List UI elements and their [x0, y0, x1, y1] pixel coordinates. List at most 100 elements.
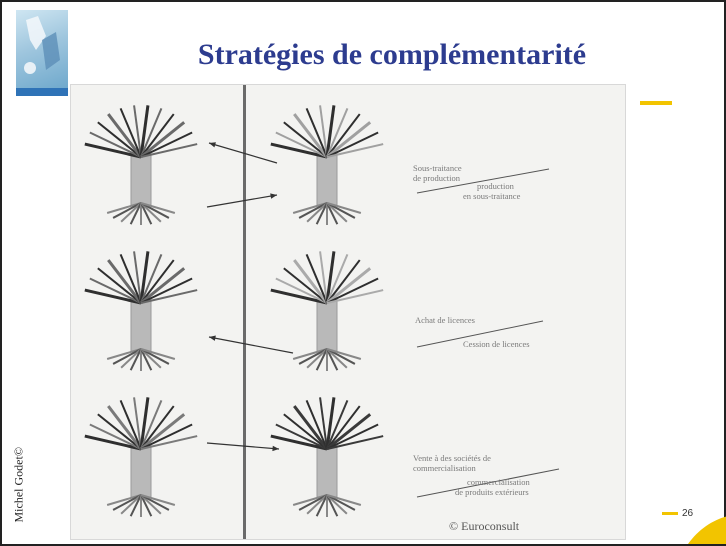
- tree-left-3-trunk: [130, 444, 152, 498]
- arrow-icon: [208, 142, 278, 164]
- tree-left-1-ray: [140, 121, 186, 159]
- label-row1-line1: Sous-traitance: [413, 163, 462, 173]
- tree-right-1-root: [326, 202, 348, 223]
- tree-right-3-root: [298, 494, 328, 511]
- tree-left-2-ray: [139, 251, 150, 304]
- tree-left-2-ray: [97, 267, 142, 304]
- tree-right-2-ray: [326, 267, 372, 305]
- arrow-icon-head: [270, 193, 277, 199]
- label-strike: [416, 468, 560, 498]
- arrow-icon: [208, 336, 294, 354]
- tree-right-2-ray: [283, 267, 328, 304]
- tree-right-2-root: [326, 348, 356, 365]
- tree-left-3-root: [112, 494, 142, 511]
- tree-left-2-ray: [140, 253, 163, 304]
- tree-left-2-ray: [107, 259, 143, 304]
- label-row2-line1: Achat de licences: [415, 315, 475, 325]
- tree-right-2-root: [315, 348, 328, 371]
- tree-left-1-ray: [139, 105, 150, 158]
- tree-right-2-ray: [270, 288, 328, 305]
- tree-left-2-ray: [140, 277, 193, 304]
- tree-right-2-ray: [293, 259, 329, 304]
- tree-right-2-ray: [275, 277, 328, 304]
- page-accent: [662, 512, 678, 515]
- label-row2-line2: Cession de licences: [463, 339, 530, 349]
- tree-diagram: [84, 105, 560, 517]
- logo-icon: [16, 10, 68, 90]
- arrow-icon: [206, 194, 278, 208]
- tree-right-1-ray: [326, 107, 349, 158]
- tree-left-2-root: [112, 348, 142, 365]
- tree-right-1-ray: [326, 121, 372, 159]
- tree-right-1-root: [326, 202, 339, 225]
- tree-left-3-ray: [140, 413, 186, 451]
- tree-right-1-ray: [326, 143, 384, 158]
- tree-right-1-ray: [319, 105, 328, 158]
- tree-right-2-ray: [305, 253, 328, 304]
- tree-right-1-ray: [283, 121, 328, 158]
- tree-left-3-ray: [97, 413, 142, 450]
- tree-left-2-root: [140, 348, 153, 371]
- tree-right-2-root: [326, 348, 362, 360]
- tree-right-2-trunk: [316, 298, 338, 352]
- tree-left-3-root: [140, 494, 153, 517]
- tree-right-3-ray: [293, 405, 329, 450]
- arrow-icon-head: [272, 445, 279, 452]
- tree-left-2-root: [140, 348, 170, 365]
- tree-right-1-root: [326, 202, 356, 219]
- tree-right-1-ray: [326, 113, 361, 158]
- label-row1-line2: de production: [413, 173, 460, 183]
- tree-right-3-root: [326, 494, 362, 506]
- tree-right-2-ray: [326, 277, 379, 304]
- tree-left-2-ray: [89, 277, 142, 304]
- tree-right-3-ray: [326, 435, 384, 450]
- tree-right-2-root: [326, 348, 339, 371]
- tree-right-2-root: [326, 348, 348, 369]
- tree-right-1-root: [306, 202, 328, 223]
- tree-left-1-ray: [89, 131, 142, 158]
- accent-line: [640, 101, 672, 105]
- tree-left-1-root: [120, 202, 142, 223]
- arrow-icon: [206, 442, 280, 450]
- tree-left-3-root: [106, 494, 142, 506]
- tree-right-2-ray: [326, 259, 361, 304]
- tree-right-3-ray: [326, 405, 361, 450]
- tree-left-2-ray: [140, 267, 186, 305]
- corner-swoosh: [688, 516, 726, 544]
- tree-left-3-ray: [107, 405, 143, 450]
- tree-right-1-ray: [305, 107, 328, 158]
- column-divider: [243, 85, 246, 539]
- label-row3-line3: commercialisation: [467, 477, 530, 487]
- tree-right-3-ray: [326, 423, 379, 450]
- logo-bar: [16, 88, 68, 96]
- tree-left-3-root: [140, 494, 176, 506]
- page-number: 26: [682, 508, 694, 519]
- tree-left-2-ray: [84, 288, 142, 305]
- tree-right-3-ray: [325, 397, 336, 450]
- tree-left-3-ray: [140, 435, 198, 450]
- tree-right-3-ray: [275, 423, 328, 450]
- tree-right-3-ray: [283, 413, 328, 450]
- tree-right-2-ray: [326, 289, 384, 304]
- tree-right-1-ray: [275, 131, 328, 158]
- tree-left-2-root: [106, 348, 142, 360]
- label-strike: [416, 320, 544, 348]
- label-row3-line4: de produits extérieurs: [455, 487, 529, 497]
- tree-right-3-root: [326, 494, 339, 517]
- tree-left-1-root: [112, 202, 142, 219]
- tree-right-1-root: [292, 202, 328, 214]
- tree-left-3-ray: [119, 399, 142, 450]
- tree-right-3-root: [326, 494, 356, 511]
- tree-left-3-root: [140, 494, 170, 511]
- tree-left-3-ray: [140, 405, 175, 450]
- tree-right-3-root: [292, 494, 328, 506]
- tree-left-1-ray: [140, 143, 198, 158]
- arrow-icon-head: [209, 335, 216, 341]
- tree-right-1-ray: [293, 113, 329, 158]
- tree-left-1-ray: [97, 121, 142, 158]
- tree-left-3-root: [120, 494, 142, 515]
- figure-credit: © Euroconsult: [449, 519, 520, 533]
- tree-right-2-root: [298, 348, 328, 365]
- tree-left-2-root: [140, 348, 176, 360]
